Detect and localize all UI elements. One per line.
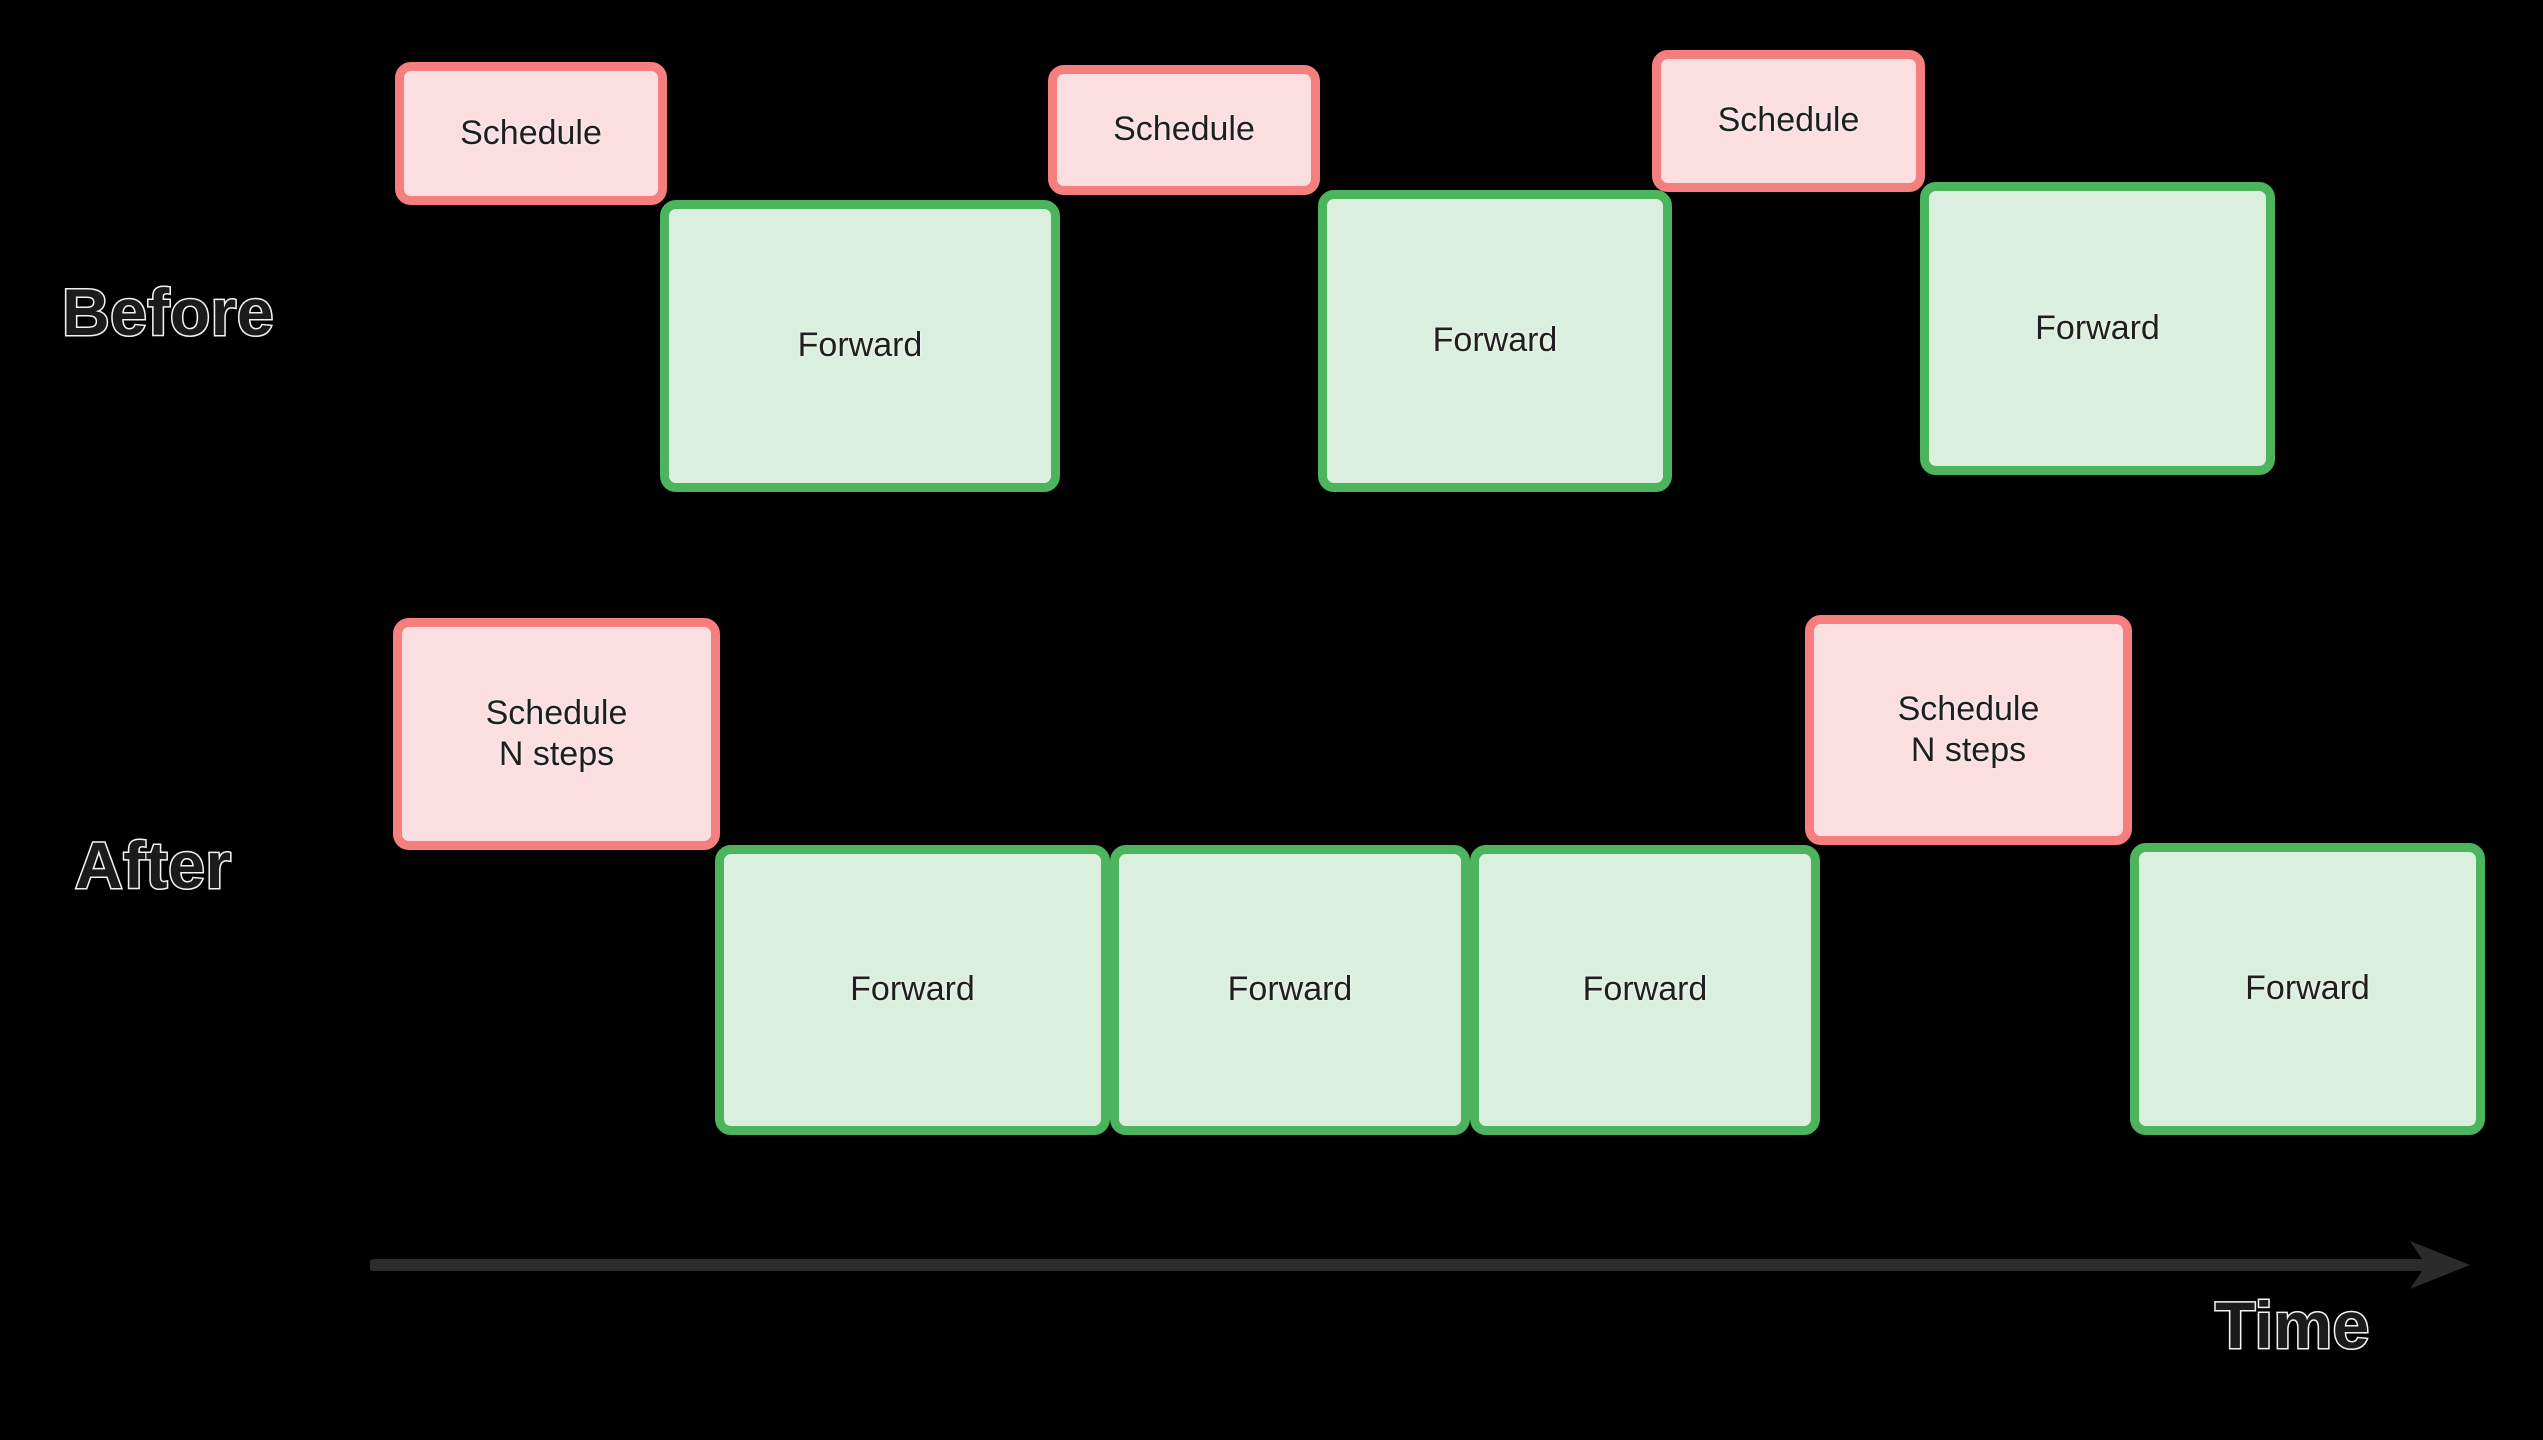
schedule-block-label: Schedule N steps	[485, 693, 628, 773]
row-label-after: After	[74, 828, 233, 902]
forward-block[interactable]: Forward	[715, 845, 1110, 1135]
schedule-block-label: Schedule	[1113, 110, 1255, 149]
forward-block-label: Forward	[2245, 969, 2370, 1008]
schedule-block[interactable]: Schedule N steps	[393, 618, 720, 850]
schedule-block[interactable]: Schedule	[1048, 65, 1320, 195]
forward-block[interactable]: Forward	[1920, 182, 2275, 475]
time-axis-arrow	[370, 1241, 2470, 1289]
time-axis-label: Time	[2214, 1288, 2371, 1362]
forward-block-label: Forward	[850, 970, 975, 1009]
schedule-block-label: Schedule	[1717, 101, 1860, 140]
schedule-block[interactable]: Schedule	[395, 62, 667, 205]
schedule-block[interactable]: Schedule N steps	[1805, 615, 2132, 845]
forward-block[interactable]: Forward	[660, 200, 1060, 492]
forward-block-label: Forward	[1432, 321, 1558, 360]
schedule-block-label: Schedule N steps	[1897, 689, 2040, 769]
row-label-before: Before	[60, 275, 275, 349]
forward-block-label: Forward	[1227, 970, 1353, 1009]
forward-block[interactable]: Forward	[1470, 845, 1820, 1135]
forward-block[interactable]: Forward	[1318, 190, 1672, 492]
forward-block-label: Forward	[2035, 308, 2160, 347]
schedule-block[interactable]: Schedule	[1652, 50, 1925, 192]
forward-block-label: Forward	[1582, 970, 1708, 1009]
schedule-block-label: Schedule	[460, 113, 602, 152]
forward-block-label: Forward	[797, 326, 923, 365]
forward-block[interactable]: Forward	[1110, 845, 1470, 1135]
forward-block[interactable]: Forward	[2130, 843, 2485, 1135]
